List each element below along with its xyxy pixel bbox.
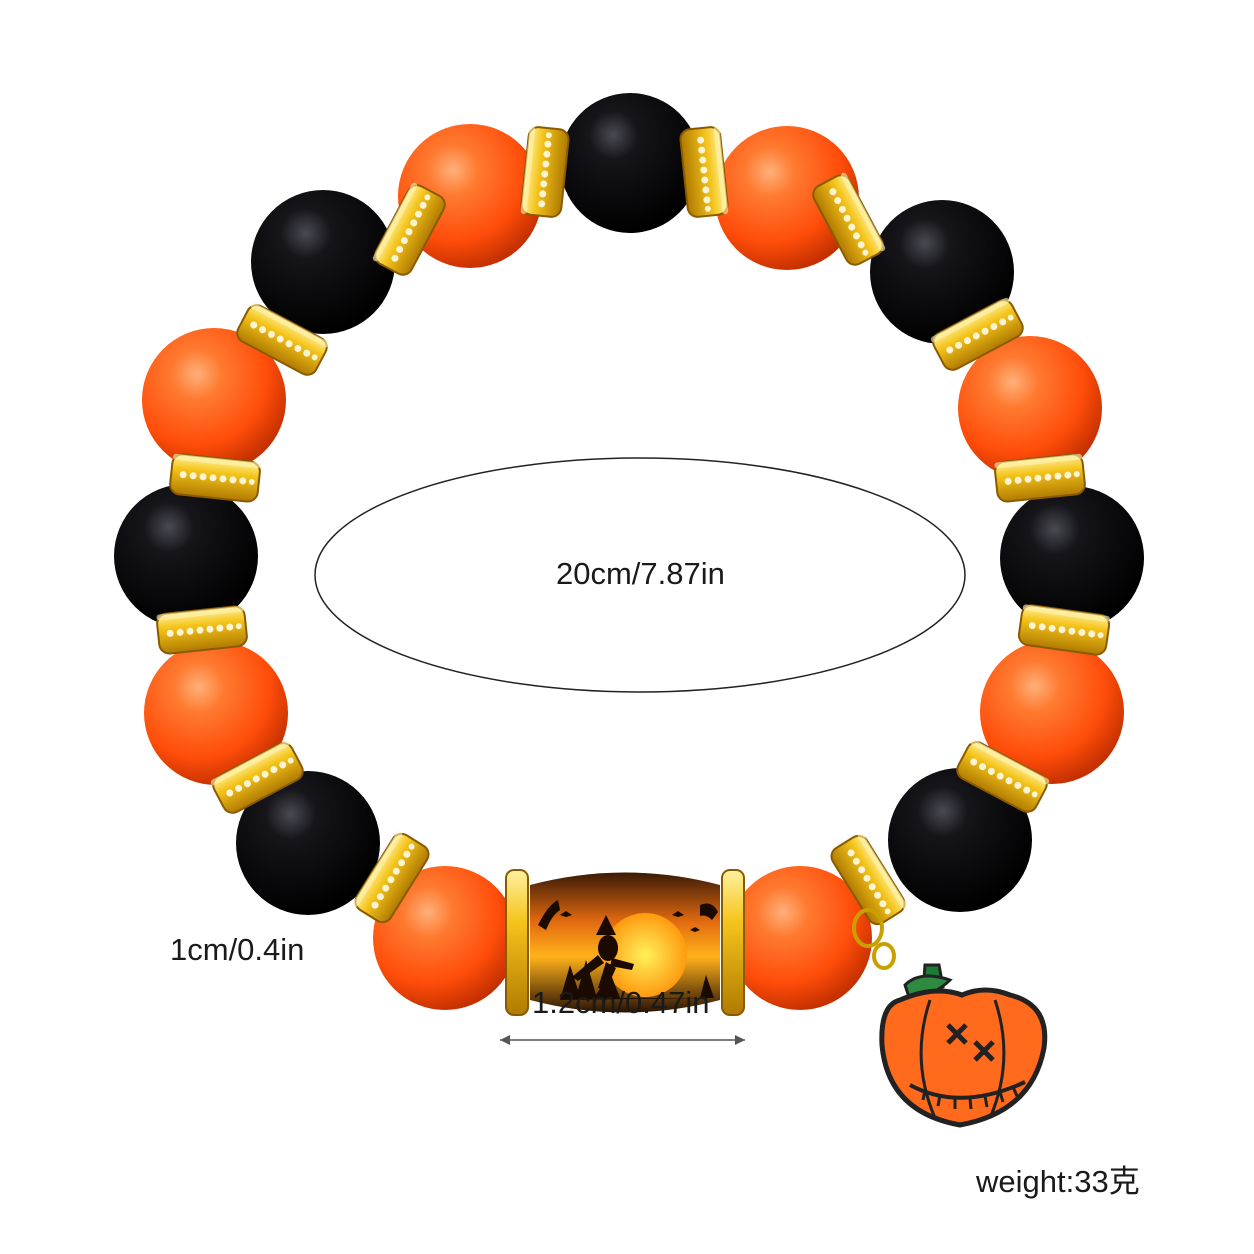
gold-spacer	[168, 452, 262, 504]
black-bead	[114, 484, 258, 628]
gold-spacer	[155, 604, 249, 656]
orange-bead	[728, 866, 872, 1010]
orange-bead	[142, 328, 286, 472]
orange-bead	[715, 126, 859, 270]
gold-spacer	[519, 125, 571, 219]
bead-ring	[114, 93, 1144, 1010]
circumference-ellipse	[314, 457, 966, 693]
gold-spacer	[993, 452, 1087, 504]
weight-label: weight:33克	[976, 1164, 1140, 1199]
bead-size-label: 1cm/0.4in	[170, 932, 305, 967]
orange-bead	[144, 641, 288, 785]
black-bead	[236, 771, 380, 915]
gold-spacer	[678, 125, 730, 219]
black-bead	[560, 93, 700, 233]
black-bead	[888, 768, 1032, 912]
black-bead	[1000, 486, 1144, 630]
width-arrow	[500, 1035, 745, 1045]
orange-bead	[958, 336, 1102, 480]
circumference-label: 20cm/7.87in	[556, 556, 725, 591]
orange-bead	[980, 640, 1124, 784]
pumpkin-charm-icon	[852, 908, 1048, 1128]
black-bead	[870, 200, 1014, 344]
black-bead	[251, 190, 395, 334]
orange-bead	[373, 866, 517, 1010]
charm-width-label: 1.2cm/0.47in	[532, 985, 710, 1020]
halloween-witch-barrel-bead	[505, 869, 745, 1016]
orange-bead	[398, 124, 542, 268]
